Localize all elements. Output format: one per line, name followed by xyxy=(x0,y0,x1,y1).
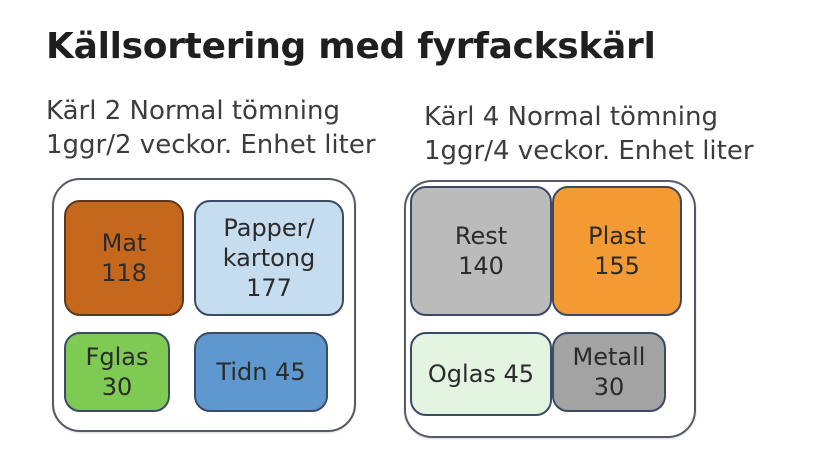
compartment-label-line: 140 xyxy=(458,252,504,280)
compartment-fglas: Fglas 30 xyxy=(64,332,170,412)
compartment-label-line: Oglas 45 xyxy=(427,360,535,388)
compartment-mat: Mat 118 xyxy=(64,200,184,316)
compartment-oglas: Oglas 45 xyxy=(410,332,552,416)
compartment-label-line: 30 xyxy=(101,373,133,401)
compartment-label-line: Fglas xyxy=(85,343,149,371)
compartment-label-line: Papper/ xyxy=(223,214,315,242)
bin-karl-4: Rest 140 Plast 155 Oglas 45 Metall 30 xyxy=(404,180,696,438)
bin-karl-2: Mat 118 Papper/ kartong 177 Fglas 30 Tid… xyxy=(52,178,356,432)
compartment-rest: Rest 140 xyxy=(410,186,552,316)
compartment-label-line: Metall xyxy=(572,343,646,371)
compartment-label-line: 155 xyxy=(594,252,640,280)
page-title: Källsortering med fyrfackskärl xyxy=(46,26,656,67)
right-bin-subtitle: Kärl 4 Normal tömning 1ggr/4 veckor. Enh… xyxy=(424,100,754,168)
compartment-label-line: Mat xyxy=(101,229,147,257)
compartment-label-line: Plast xyxy=(588,222,646,250)
compartment-plast: Plast 155 xyxy=(552,186,682,316)
compartment-label-line: Rest xyxy=(454,222,508,250)
left-bin-subtitle: Kärl 2 Normal tömning 1ggr/2 veckor. Enh… xyxy=(46,94,376,162)
compartment-label-line: kartong xyxy=(222,244,316,272)
right-bin-subtitle-line1: Kärl 4 Normal tömning xyxy=(424,102,718,132)
left-bin-subtitle-line2: 1ggr/2 veckor. Enhet liter xyxy=(46,130,376,160)
compartment-label-line: Tidn 45 xyxy=(216,358,306,386)
compartment-tidn: Tidn 45 xyxy=(194,332,328,412)
left-bin-subtitle-line1: Kärl 2 Normal tömning xyxy=(46,96,340,126)
compartment-label-line: 118 xyxy=(101,259,147,287)
compartment-metall: Metall 30 xyxy=(552,332,666,412)
compartment-label-line: 177 xyxy=(246,274,292,302)
right-bin-subtitle-line2: 1ggr/4 veckor. Enhet liter xyxy=(424,136,754,166)
compartment-label-line: 30 xyxy=(593,373,625,401)
compartment-papper-kartong: Papper/ kartong 177 xyxy=(194,200,344,316)
